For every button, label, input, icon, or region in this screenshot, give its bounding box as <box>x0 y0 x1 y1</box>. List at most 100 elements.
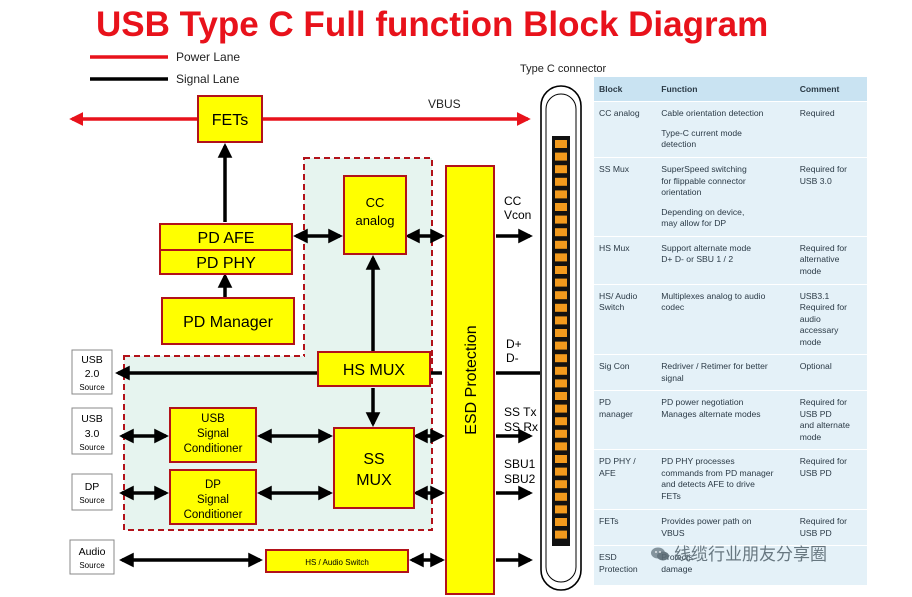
table-cell-block: PD PHY /AFE <box>594 449 657 510</box>
table-cell-line: SS Mux <box>599 164 630 174</box>
connector-pin <box>555 165 567 174</box>
table-cell-line: Required <box>799 108 835 118</box>
hs-audio-switch-block: HS / Audio Switch <box>265 549 409 573</box>
pd-manager-label: PD Manager <box>183 314 273 331</box>
table-cell-line: signal <box>661 372 684 383</box>
table-cell-line: ESD <box>599 552 617 562</box>
watermark: 线缆行业朋友分享圈 <box>650 540 827 565</box>
table-cell-line: for flippable connector <box>661 175 746 186</box>
table-header-comment: Comment <box>794 77 867 102</box>
dminus-signal-label: D- <box>506 351 519 365</box>
cc-analog-line-2: analog <box>355 213 394 228</box>
table-cell-line: SuperSpeed switching <box>661 164 747 174</box>
fets-label: FETs <box>212 112 248 129</box>
table-cell-line: mode <box>799 431 822 442</box>
connector-pin <box>555 266 567 274</box>
cc-analog-block: CC analog <box>343 175 407 255</box>
dp-signal-conditioner-block: DP Signal Conditioner <box>169 469 257 525</box>
table-cell-line: Manages alternate modes <box>661 408 761 419</box>
connector-pin <box>555 492 567 501</box>
table-cell-line: Depending on device, <box>661 206 745 217</box>
table-cell-comment: Optional <box>794 354 867 391</box>
dp-source-line-1: DP <box>85 481 100 493</box>
connector-pin <box>555 429 567 438</box>
connector-pin <box>555 341 567 350</box>
audio-source-line-2: Source <box>79 561 105 570</box>
table-cell-line: manager <box>599 408 633 419</box>
connector-pin <box>555 404 567 413</box>
ss-mux-line-2: MUX <box>356 472 392 489</box>
table-cell-line: FETs <box>661 490 681 501</box>
table-cell-line: Sig Con <box>599 361 630 371</box>
pd-afe-block: PD AFE <box>159 223 293 251</box>
esd-protection-label: ESD Protection <box>463 325 480 434</box>
pd-afe-label: PD AFE <box>198 230 255 247</box>
table-cell-line: mode <box>799 336 822 347</box>
dp-source: DP Source <box>71 473 113 511</box>
connector-pin <box>555 442 567 451</box>
table-cell-comment <box>794 545 867 586</box>
dp-cond-line-1: DP <box>205 479 221 491</box>
wechat-icon <box>651 547 669 561</box>
table-cell-line: may allow for DP <box>661 218 727 228</box>
table-cell-block: SS Mux <box>594 157 657 237</box>
connector-pin <box>555 467 567 476</box>
connector-pin <box>555 417 567 426</box>
table-cell-block: CC analog <box>594 101 657 158</box>
usb-signal-conditioner-block: USB Signal Conditioner <box>169 407 257 463</box>
connector-pin <box>555 177 567 186</box>
usb-cond-line-2: Signal <box>197 428 229 440</box>
ssrx-signal-label: SS Rx <box>504 420 538 434</box>
table-cell-line: PD PHY / <box>599 456 636 466</box>
table-cell-line: Switch <box>599 302 625 312</box>
connector-pin <box>555 215 567 224</box>
ss-mux-line-1: SS <box>363 451 384 468</box>
usb30-source: USB 3.0 Source <box>71 407 113 455</box>
ss-mux-block: SS MUX <box>333 427 415 509</box>
connector-label: Type C connector <box>520 63 607 75</box>
usb20-source-line-2: 2.0 <box>85 368 100 380</box>
type-c-connector <box>540 85 582 591</box>
table-cell-line: Required for <box>799 516 848 526</box>
fets-block: FETs <box>197 95 263 143</box>
table-cell-line: alternative <box>799 254 840 264</box>
table-cell-line: Required for <box>799 242 848 253</box>
table-cell-line: HS/ Audio <box>599 290 638 301</box>
table-cell-line: Optional <box>799 361 832 371</box>
table-cell-line: and detects AFE to drive <box>661 479 755 489</box>
table-cell-line: Required for <box>799 164 848 174</box>
connector-pin <box>555 530 567 539</box>
connector-pin <box>555 291 567 300</box>
dp-source-line-2: Source <box>79 496 105 505</box>
table-cell-line: and alternate <box>799 420 850 430</box>
dp-cond-line-2: Signal <box>197 494 229 506</box>
connector-pin <box>555 140 567 148</box>
table-cell-line: HS Mux <box>599 242 630 253</box>
table-cell-line: detection <box>661 139 697 149</box>
hs-mux-label: HS MUX <box>343 362 406 379</box>
table-header-block: Block <box>594 77 657 102</box>
dp-cond-line-3: Conditioner <box>184 509 243 521</box>
table-cell-line <box>661 120 790 128</box>
audio-source: Audio Source <box>69 539 115 575</box>
pd-phy-label: PD PHY <box>196 255 256 272</box>
connector-pin <box>555 379 567 388</box>
table-cell-line: Cable orientation detection <box>661 108 764 118</box>
usb30-source-line-1: USB <box>81 413 103 425</box>
table-cell-line <box>661 199 790 207</box>
